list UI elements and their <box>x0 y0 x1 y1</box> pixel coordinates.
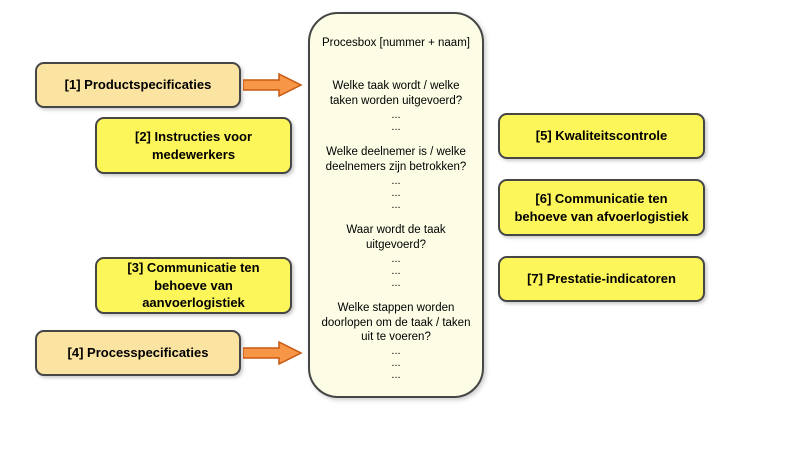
flow-arrow-top-icon <box>243 73 303 97</box>
ellipsis-line: ... <box>391 357 401 370</box>
ellipsis-line: ... <box>391 120 401 133</box>
input-box-communicatie-aanvoer: [3] Communicatie ten behoeve van aanvoer… <box>95 257 292 314</box>
output-box-label: [7] Prestatie-indicatoren <box>527 271 676 287</box>
ellipsis-line: ... <box>391 276 401 289</box>
process-question-2: Welke deelnemer is / welke deelnemers zi… <box>325 145 467 173</box>
output-box-label: [6] Communicatie ten behoeve van afvoerl… <box>514 190 689 224</box>
flow-arrow-bottom-icon <box>243 341 303 365</box>
process-box: Procesbox [nummer + naam] Welke taak wor… <box>308 12 484 398</box>
ellipsis-line: ... <box>391 108 401 121</box>
output-box-prestatie-indicatoren: [7] Prestatie-indicatoren <box>498 256 705 302</box>
ellipsis-line: ... <box>391 264 401 277</box>
ellipsis-line: ... <box>391 345 401 358</box>
input-box-instructies: [2] Instructies voor medewerkers <box>95 117 292 174</box>
ellipsis-line: ... <box>391 198 401 211</box>
process-question-1: Welke taak wordt / welke taken worden ui… <box>329 79 463 107</box>
input-box-label: [1] Productspecificaties <box>64 77 212 93</box>
output-box-label: [5] Kwaliteitscontrole <box>535 128 668 144</box>
process-question-4: Welke stappen worden doorlopen om de taa… <box>321 301 471 344</box>
output-box-communicatie-afvoer: [6] Communicatie ten behoeve van afvoerl… <box>498 179 705 236</box>
ellipsis-line: ... <box>391 252 401 265</box>
process-box-title: Procesbox [nummer + naam] <box>322 37 470 49</box>
process-question-3: Waar wordt de taak uitgevoerd? <box>346 223 446 251</box>
input-box-label: [4] Processpecificaties <box>67 345 209 361</box>
output-box-kwaliteitscontrole: [5] Kwaliteitscontrole <box>498 113 705 159</box>
input-box-productspecificaties: [1] Productspecificaties <box>35 62 241 108</box>
ellipsis-line: ... <box>391 369 401 382</box>
ellipsis-line: ... <box>391 186 401 199</box>
ellipsis-line: ... <box>391 174 401 187</box>
input-box-label: [3] Communicatie ten behoeve van aanvoer… <box>127 260 260 311</box>
input-box-label: [2] Instructies voor medewerkers <box>134 128 253 162</box>
input-box-processpecificaties: [4] Processpecificaties <box>35 330 241 376</box>
